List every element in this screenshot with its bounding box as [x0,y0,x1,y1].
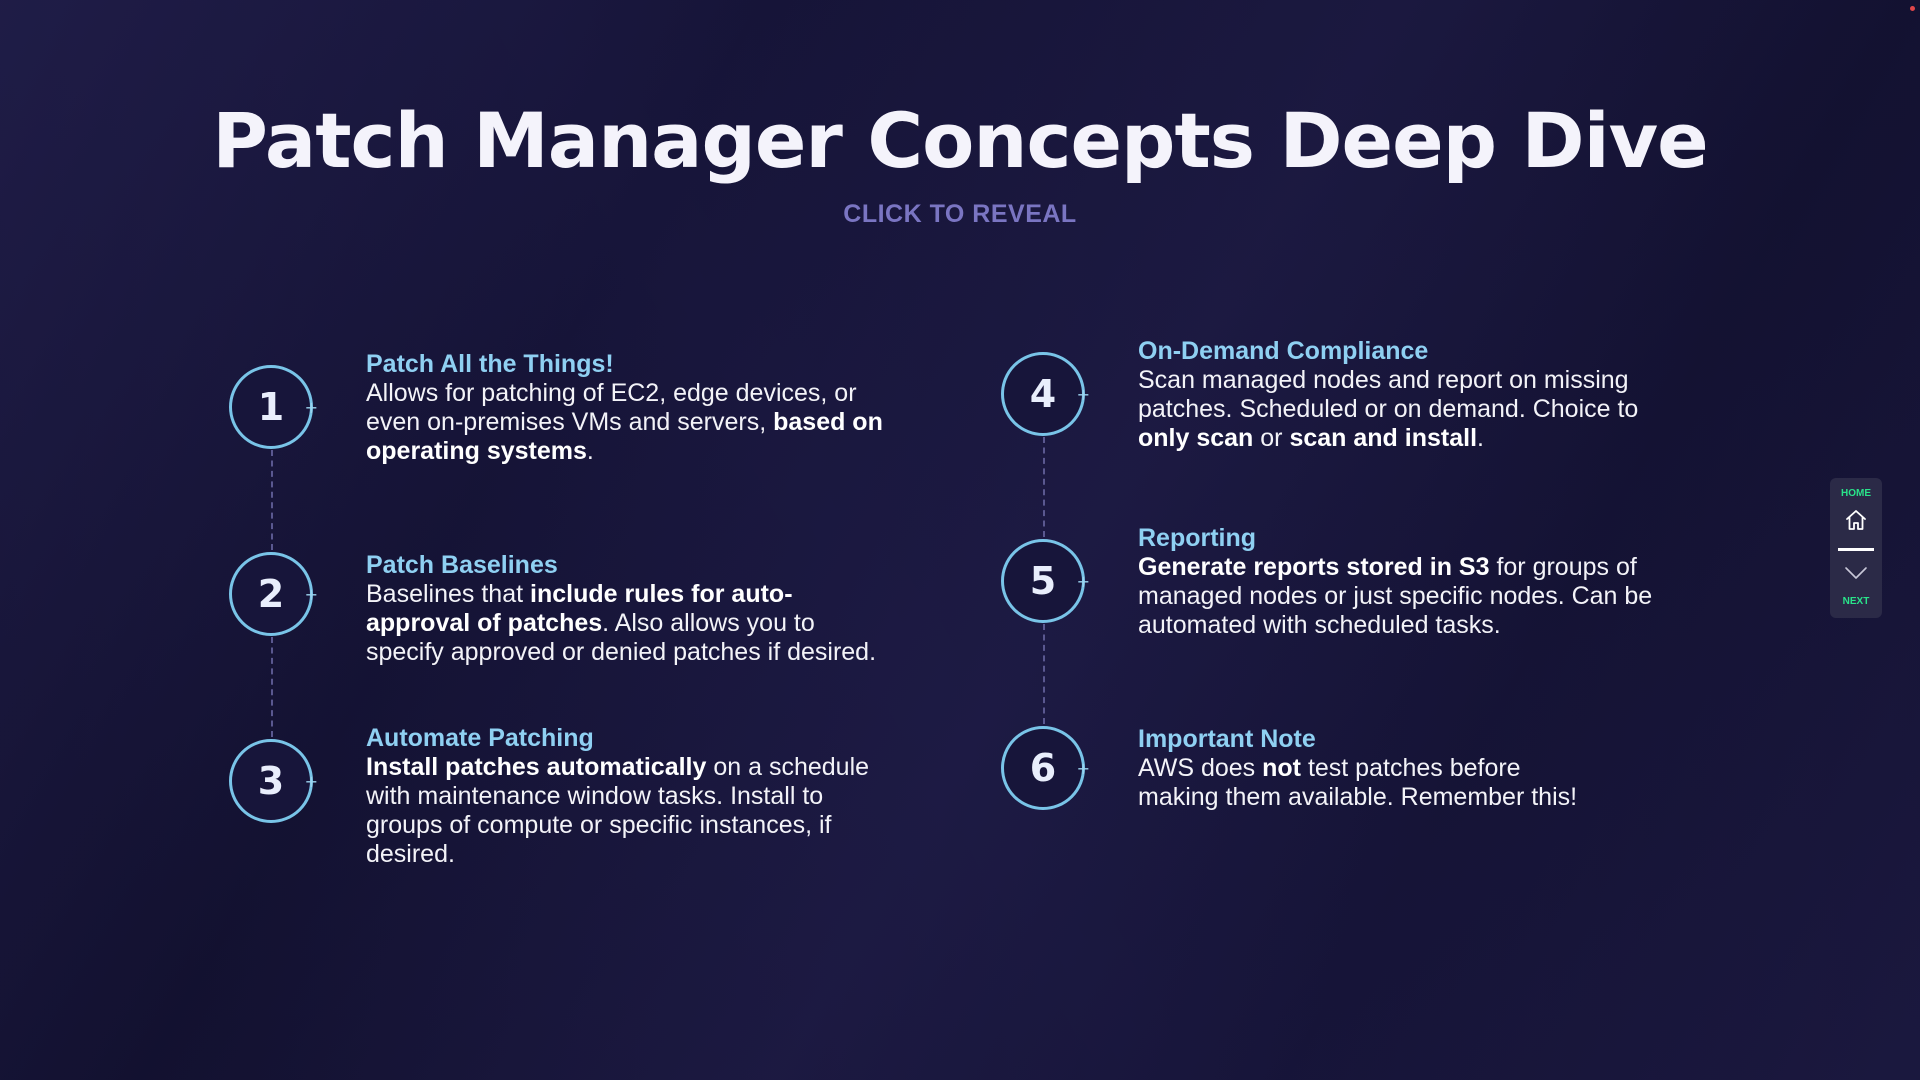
home-icon[interactable] [1844,508,1868,532]
connector-1-2 [271,450,273,550]
concept-body: AWS does not test patches before making … [1138,754,1598,812]
body-text: on a schedule with maintenance window ta… [366,753,870,868]
concept-item-1: Patch All the Things! Allows for patchin… [366,350,886,466]
plus-icon: + [1076,759,1090,778]
step-number: 4 [1029,372,1057,416]
concept-item-5: Reporting Generate reports stored in S3 … [1138,524,1678,640]
concept-item-6: Important Note AWS does not test patches… [1138,725,1598,812]
concept-heading: Automate Patching [366,724,594,752]
connector-5-6 [1043,624,1045,724]
body-text: Scan managed nodes and report on missing… [1138,366,1639,423]
emphasis-text: based on operating systems [366,408,883,465]
concept-body: Install patches automatically on a sched… [366,753,886,869]
body-text: . Also allows you to specify approved or… [366,609,877,666]
connector-4-5 [1043,437,1045,537]
emphasis-text: Generate reports stored in S3 [1138,553,1490,581]
emphasis-text: Install patches automatically [366,753,707,781]
concept-heading: On-Demand Compliance [1138,337,1429,365]
plus-icon: + [304,585,318,604]
step-number: 3 [257,759,285,803]
emphasis-text: not [1262,754,1301,782]
body-text: . [586,437,594,465]
emphasis-text: include rules for auto-approval of patch… [366,580,793,637]
concept-body: Scan managed nodes and report on missing… [1138,366,1678,453]
click-to-reveal-button[interactable]: CLICK TO REVEAL [843,200,1077,228]
concept-heading: Reporting [1138,524,1257,552]
body-text: or [1253,424,1290,452]
concept-body: Allows for patching of EC2, edge devices… [366,379,886,466]
plus-icon: + [304,772,318,791]
step-number: 5 [1029,559,1057,603]
plus-icon: + [304,398,318,417]
concept-item-3: Automate Patching Install patches automa… [366,724,886,869]
body-text: test patches before making them availabl… [1138,754,1578,811]
emphasis-text: only scan [1138,424,1254,452]
step-circle-1[interactable]: 1 + [229,365,318,449]
page-title: Patch Manager Concepts Deep Dive [212,96,1708,185]
recording-indicator [1910,6,1915,11]
step-circle-3[interactable]: 3 + [229,739,318,823]
nav-divider [1838,548,1874,551]
concept-item-4: On-Demand Compliance Scan managed nodes … [1138,337,1678,453]
connector-2-3 [271,637,273,737]
concept-body: Baselines that include rules for auto-ap… [366,580,886,667]
slide-nav-panel: HOME NEXT [1830,478,1882,618]
step-circle-2[interactable]: 2 + [229,552,318,636]
step-circle-4[interactable]: 4 + [1001,352,1090,436]
concept-body: Generate reports stored in S3 for groups… [1138,553,1678,640]
body-text: AWS does [1138,754,1263,782]
body-text: Baselines that [366,580,530,608]
next-label[interactable]: NEXT [1842,596,1870,607]
body-text: Allows for patching of EC2, edge devices… [366,379,857,436]
step-circle-5[interactable]: 5 + [1001,539,1090,623]
step-circle-6[interactable]: 6 + [1001,726,1090,810]
step-number: 1 [257,385,285,429]
concept-heading: Important Note [1138,725,1316,753]
concept-heading: Patch All the Things! [366,350,614,378]
emphasis-text: scan and install [1289,424,1478,452]
concept-item-2: Patch Baselines Baselines that include r… [366,551,886,667]
chevron-down-icon[interactable] [1844,564,1868,582]
plus-icon: + [1076,385,1090,404]
step-number: 2 [257,572,285,616]
concept-heading: Patch Baselines [366,551,558,579]
body-text: for groups of managed nodes or just spec… [1138,553,1653,639]
plus-icon: + [1076,572,1090,591]
step-number: 6 [1029,746,1057,790]
home-label: HOME [1841,488,1871,499]
body-text: . [1477,424,1484,452]
